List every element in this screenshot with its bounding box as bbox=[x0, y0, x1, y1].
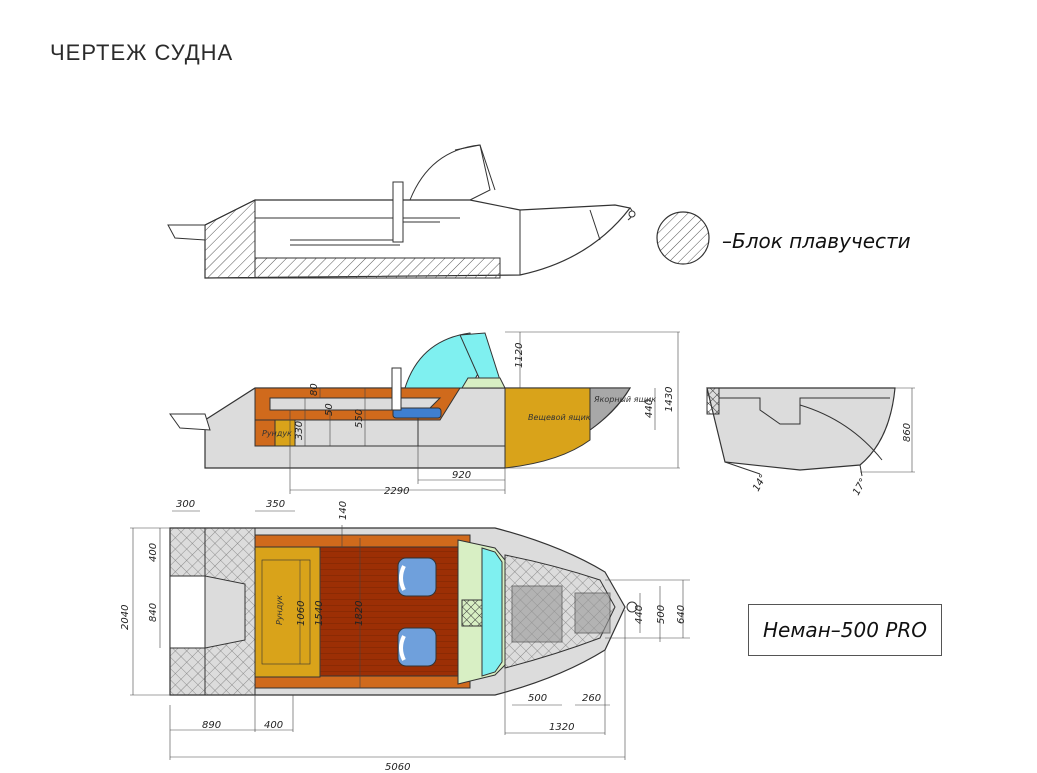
dim-920: 920 bbox=[452, 470, 471, 481]
flotation-legend: –Блок плавучести bbox=[656, 211, 911, 265]
page-title: ЧЕРТЕЖ СУДНА bbox=[50, 40, 234, 65]
dim-5060: 5060 bbox=[385, 762, 410, 773]
dim-330: 330 bbox=[294, 421, 305, 440]
dim-1820: 1820 bbox=[354, 601, 365, 626]
dim-140: 140 bbox=[338, 501, 349, 520]
dim-550: 550 bbox=[354, 409, 365, 428]
dim-2290: 2290 bbox=[384, 486, 409, 497]
top-view: Рундук bbox=[120, 499, 690, 773]
dim-1540: 1540 bbox=[314, 601, 325, 626]
top-chest-label: Рундук bbox=[275, 595, 284, 625]
dim-deadrise-17: 17° bbox=[851, 477, 869, 498]
side-view-colored: Рундук Вещевой ящик Якорный ящик 1120 14… bbox=[169, 331, 680, 497]
dim-440: 440 bbox=[644, 399, 655, 418]
dim-2040: 2040 bbox=[120, 605, 131, 630]
model-name-box: Неман–500 PRO bbox=[748, 604, 942, 656]
dim-260: 260 bbox=[582, 693, 601, 704]
dim-840: 840 bbox=[148, 603, 159, 622]
dim-640: 640 bbox=[676, 605, 687, 624]
dim-1060: 1060 bbox=[296, 601, 307, 626]
dim-440-bow: 440 bbox=[634, 605, 645, 624]
front-section-view: 860 14° 17° bbox=[706, 387, 915, 498]
anchor-box-label: Якорный ящик bbox=[593, 395, 656, 404]
dim-300: 300 bbox=[176, 499, 195, 510]
flotation-swatch-icon bbox=[656, 211, 710, 265]
dim-890: 890 bbox=[202, 720, 221, 731]
dim-500-locker: 500 bbox=[528, 693, 547, 704]
cargo-box-label: Вещевой ящик bbox=[528, 413, 591, 422]
dim-1430: 1430 bbox=[664, 387, 675, 412]
side-chest-label: Рундук bbox=[262, 429, 292, 438]
dim-860: 860 bbox=[902, 423, 913, 442]
dim-1120: 1120 bbox=[514, 343, 525, 368]
dim-400-floor: 400 bbox=[264, 720, 283, 731]
dim-350: 350 bbox=[266, 499, 285, 510]
side-view-flotation bbox=[167, 144, 636, 279]
dim-50: 50 bbox=[324, 403, 335, 416]
dim-deadrise-14: 14° bbox=[751, 473, 769, 494]
dim-500-bow: 500 bbox=[656, 605, 667, 624]
dim-80: 80 bbox=[309, 383, 320, 396]
legend-label: –Блок плавучести bbox=[722, 229, 911, 253]
dim-1320: 1320 bbox=[549, 722, 574, 733]
dim-400-transom: 400 bbox=[148, 543, 159, 562]
